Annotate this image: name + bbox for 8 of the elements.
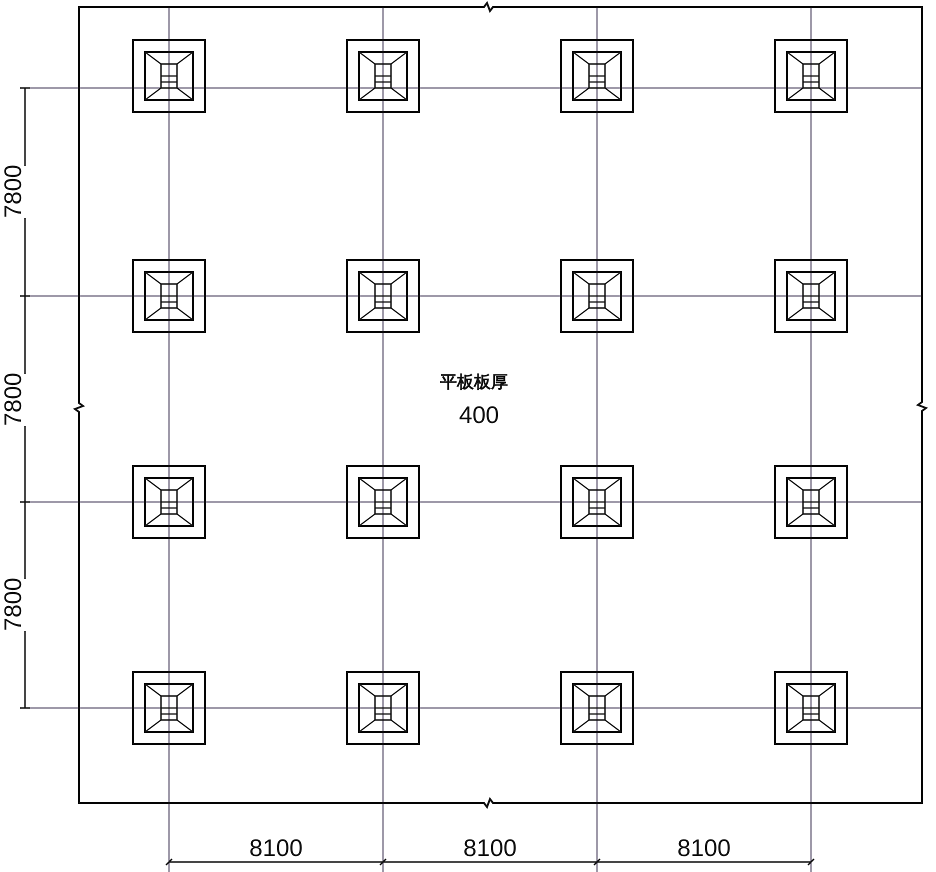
slab-thickness-note: 平板板厚 — [440, 374, 508, 392]
dimension-text: 7800 — [2, 579, 26, 631]
dimension-text: 7800 — [2, 166, 26, 218]
dimension-text: 8100 — [249, 837, 303, 861]
thickness-value: 400 — [458, 404, 500, 428]
dimension-text: 8100 — [463, 837, 517, 861]
dimension-text: 8100 — [677, 837, 731, 861]
dimension-text: 7800 — [2, 374, 26, 426]
